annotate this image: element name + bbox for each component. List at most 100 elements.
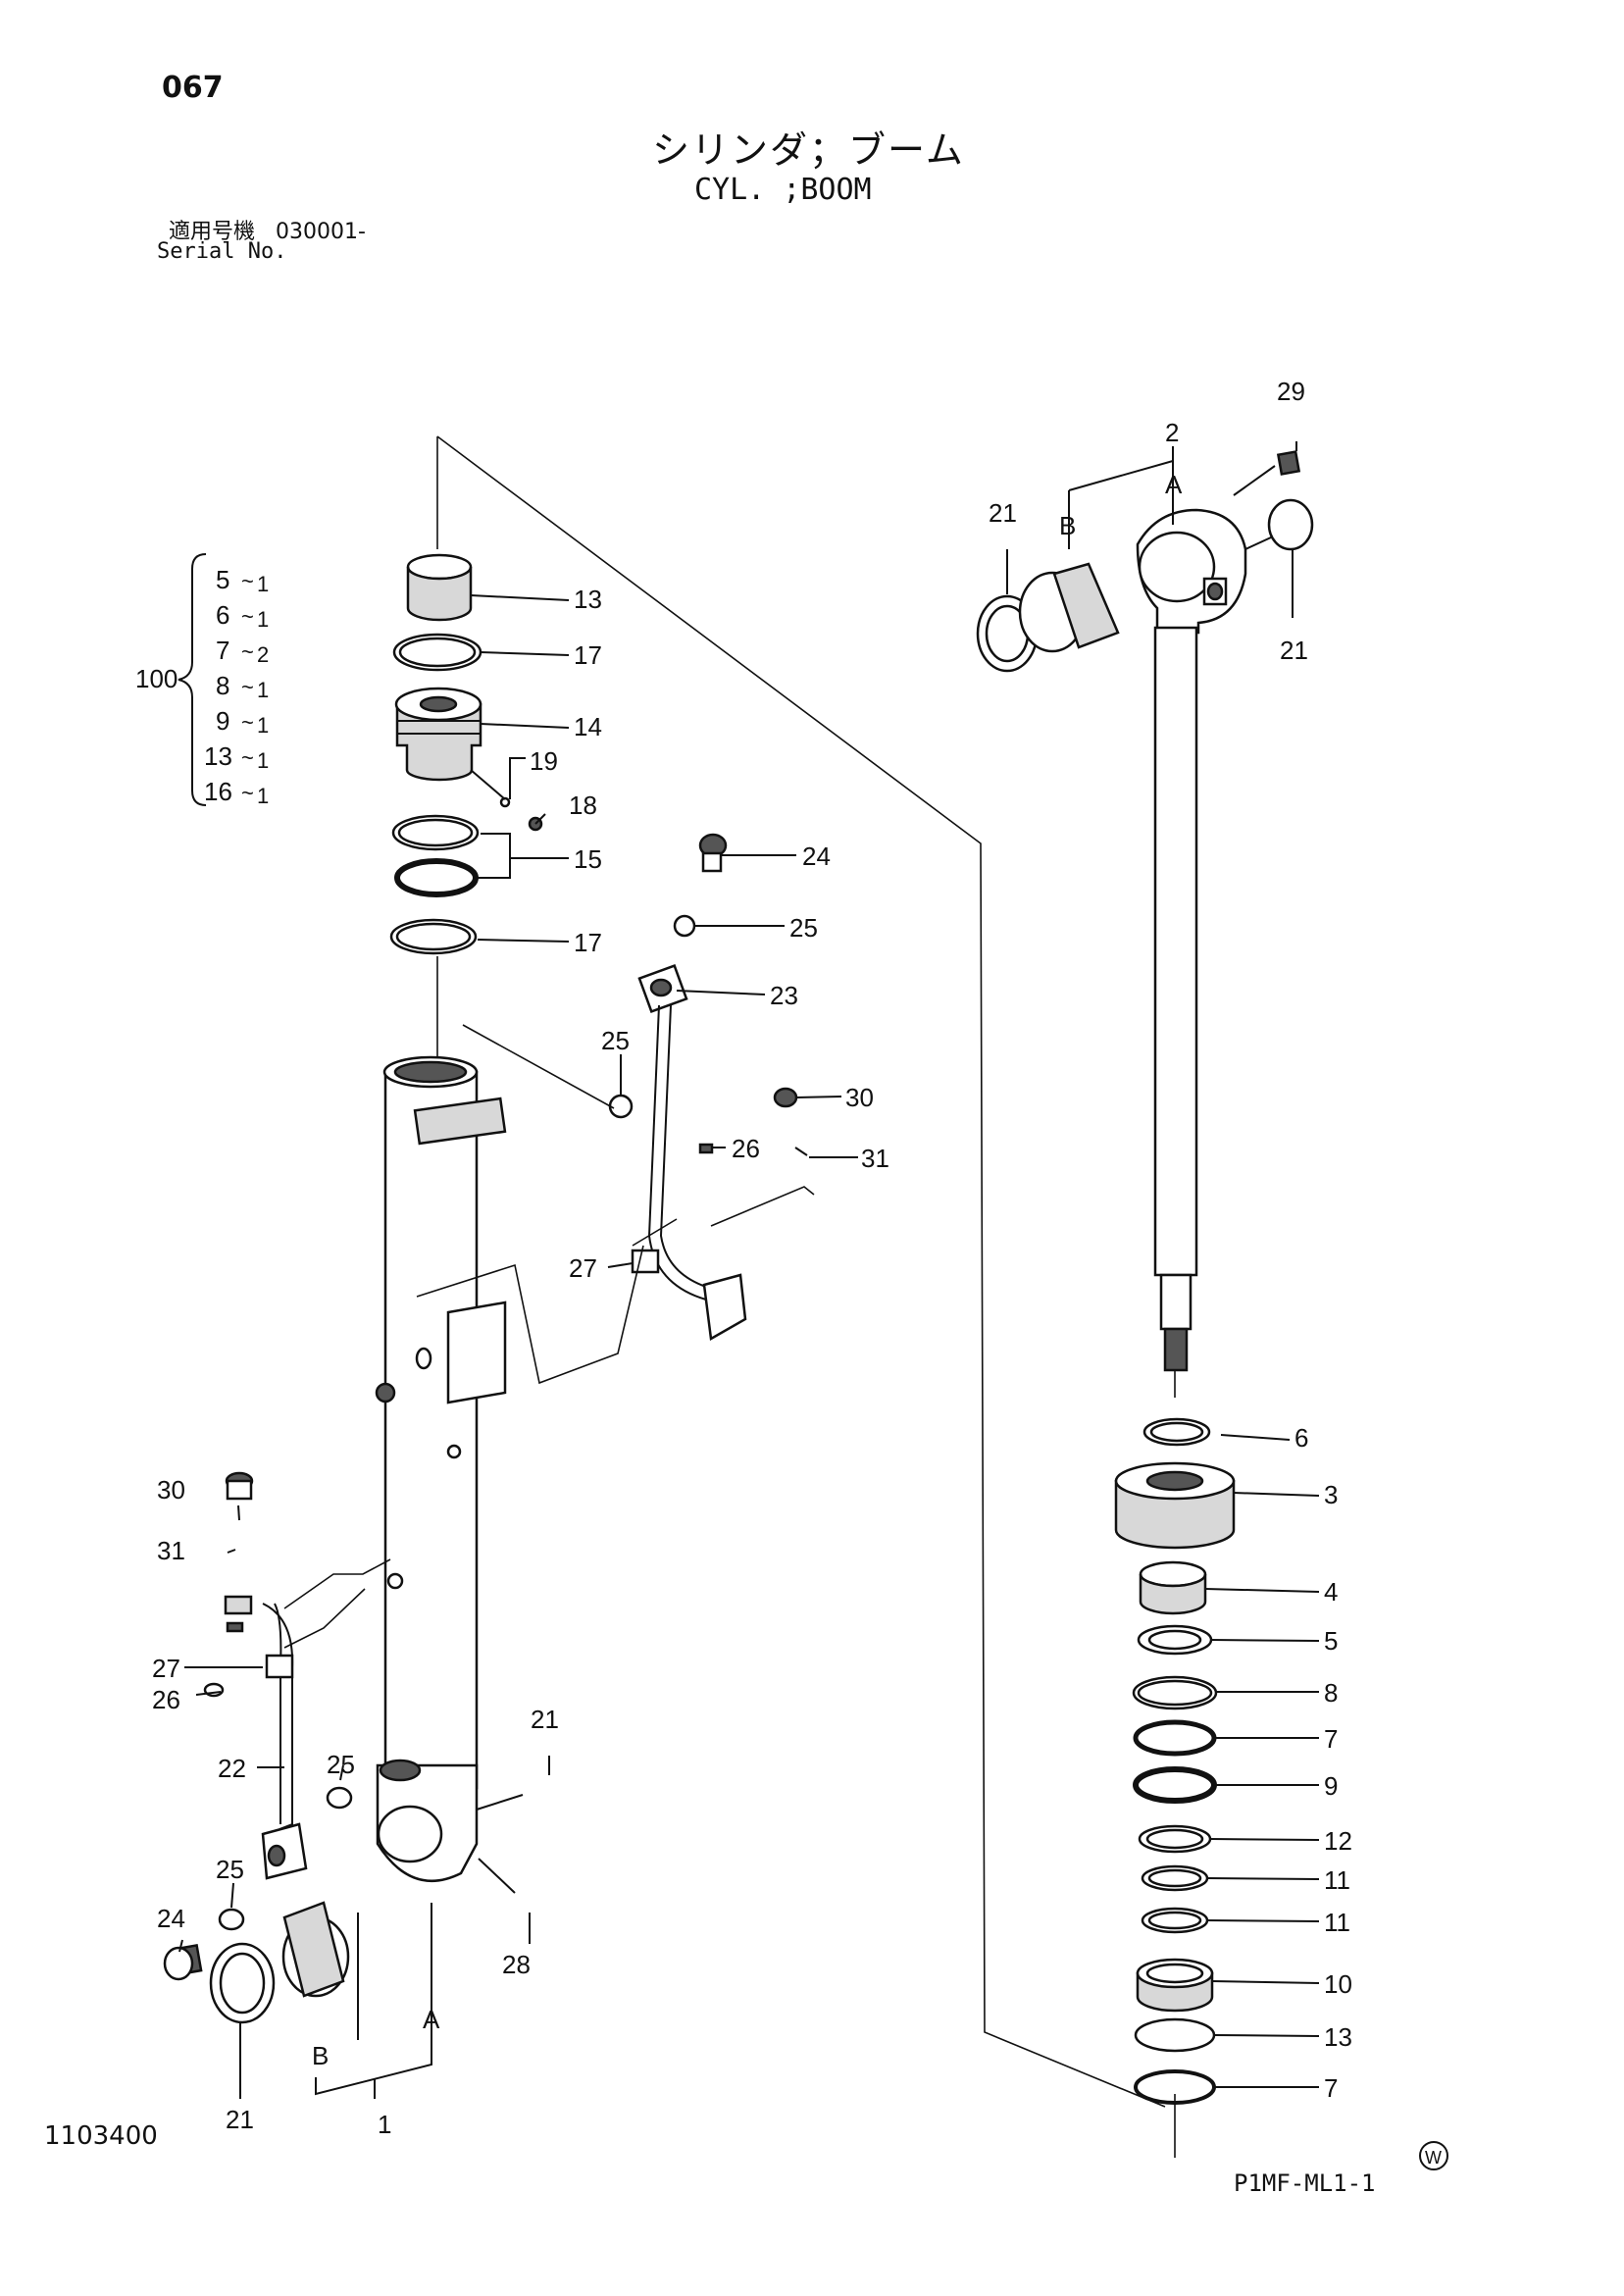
- svg-text:13: 13: [204, 741, 232, 771]
- rod-head-parts: [1114, 1417, 1236, 2105]
- kit-item: 9 ~1: [216, 706, 269, 738]
- callout-21: 21: [989, 498, 1017, 528]
- callout-18: 18: [569, 791, 597, 820]
- svg-text:~: ~: [241, 710, 254, 735]
- callout-25: 25: [601, 1026, 630, 1055]
- callout-15: 14: [574, 712, 602, 741]
- callout-13: 13: [1324, 2022, 1352, 2052]
- callout-28: 28: [502, 1950, 531, 1979]
- callout-27: 27: [569, 1253, 597, 1283]
- page-number: 067: [162, 71, 224, 105]
- mark-text: W: [1425, 2148, 1442, 2168]
- serial-label-en: Serial No.: [157, 239, 287, 264]
- kit-item: 16 ~1: [204, 777, 269, 808]
- svg-text:1: 1: [257, 784, 269, 808]
- callout-25: 25: [216, 1855, 244, 1884]
- callout-26: 26: [152, 1685, 180, 1714]
- svg-text:~: ~: [241, 745, 254, 770]
- callout-6: 6: [1294, 1423, 1308, 1453]
- callout-23: 23: [770, 981, 798, 1010]
- callout-29: 29: [1277, 377, 1305, 406]
- callout-12: 12: [1324, 1826, 1352, 1856]
- lower-pipe-assembly: [163, 1471, 391, 1981]
- label-A: A: [1165, 470, 1183, 499]
- part-16-seal-set: [391, 814, 480, 897]
- svg-text:9: 9: [216, 706, 229, 736]
- part-17-ring-lower: [389, 918, 478, 955]
- callout-30: 30: [845, 1083, 874, 1112]
- svg-text:8: 8: [216, 671, 229, 700]
- svg-text:1: 1: [257, 748, 269, 773]
- svg-text:2: 2: [257, 642, 269, 667]
- callout-17: 17: [574, 640, 602, 670]
- callout-24: 24: [157, 1904, 185, 1933]
- callout-14: 13: [574, 585, 602, 614]
- callout-4: 4: [1324, 1577, 1338, 1607]
- kit-100-group: 100 5 ~1 6~1 7 ~2 8 ~1 9 ~1 13 ~1 16 ~1: [135, 553, 269, 808]
- kit-item: 7 ~2: [216, 636, 269, 667]
- svg-text:~: ~: [241, 604, 254, 629]
- callout-1: 1: [378, 2110, 391, 2139]
- callout-31: 31: [157, 1536, 185, 1565]
- callout-9: 9: [1324, 1771, 1338, 1801]
- callout-21: 21: [226, 2105, 254, 2134]
- rod-assembly: [1136, 508, 1247, 1372]
- callout-31: 31: [861, 1144, 889, 1173]
- callout-25: 25: [327, 1750, 355, 1779]
- svg-text:5: 5: [216, 565, 229, 594]
- leader-lines: [178, 441, 1320, 2099]
- callout-26: 26: [732, 1134, 760, 1163]
- callout-11: 11: [1324, 1865, 1350, 1895]
- part-19-ball: [499, 796, 511, 808]
- part-15-piston: [394, 687, 482, 782]
- svg-text:1: 1: [257, 572, 269, 596]
- callout-8: 8: [1324, 1678, 1338, 1708]
- drawing-number: 1103400: [44, 2121, 158, 2151]
- callout-11: 11: [1324, 1908, 1350, 1937]
- callout-24: 24: [802, 842, 831, 871]
- cover-plate: [415, 1301, 507, 1404]
- svg-text:~: ~: [241, 639, 254, 664]
- callout-17: 17: [574, 928, 602, 957]
- part-14-bushing: [406, 553, 473, 622]
- label-A: A: [423, 2005, 440, 2034]
- title-japanese: シリンダ；ブーム: [652, 128, 965, 172]
- svg-text:~: ~: [241, 781, 254, 805]
- svg-text:1: 1: [257, 607, 269, 632]
- callout-7: 7: [1324, 2073, 1338, 2103]
- figure-code: P1MF-ML1-1: [1234, 2169, 1376, 2197]
- alignment-frame: [436, 435, 1176, 2158]
- cylinder-tube: [375, 1055, 507, 1882]
- title-english: CYL. ;BOOM: [694, 173, 872, 207]
- circled-w-mark: W: [1419, 2141, 1448, 2170]
- svg-text:1: 1: [257, 713, 269, 738]
- kit-number: 100: [135, 664, 178, 693]
- callout-10: 10: [1324, 1969, 1352, 1999]
- label-B: B: [312, 2041, 329, 2070]
- svg-text:~: ~: [241, 569, 254, 593]
- kit-item: 13 ~1: [204, 741, 269, 773]
- serial-label-jp: 適用号機: [169, 220, 256, 244]
- kit-item: 6~1: [216, 600, 269, 632]
- serial-value: 030001-: [276, 220, 366, 244]
- callout-25: 25: [789, 913, 818, 943]
- callout-5: 5: [1324, 1626, 1338, 1656]
- kit-item: 8 ~1: [216, 671, 269, 702]
- kit-item: 5 ~1: [216, 565, 269, 596]
- callout-3: 3: [1324, 1480, 1338, 1509]
- svg-text:16: 16: [204, 777, 232, 806]
- callout-7: 7: [1324, 1724, 1338, 1754]
- callout-21: 21: [531, 1705, 559, 1734]
- callout-19: 19: [530, 746, 558, 776]
- serial-range: 適用号機 030001-: [169, 214, 366, 245]
- lower-bushing-set: [209, 1901, 350, 2024]
- callout-21: 21: [1280, 636, 1308, 665]
- svg-text:~: ~: [241, 675, 254, 699]
- svg-text:1: 1: [257, 678, 269, 702]
- callout-2: 2: [1165, 418, 1179, 447]
- callout-labels: 13 17 14 19 18 15 17 24 25 23 25 30 26 3…: [152, 377, 1352, 2139]
- svg-text:7: 7: [216, 636, 229, 665]
- rod-eye-bushings: [976, 450, 1314, 673]
- part-17-ring-upper: [392, 633, 482, 672]
